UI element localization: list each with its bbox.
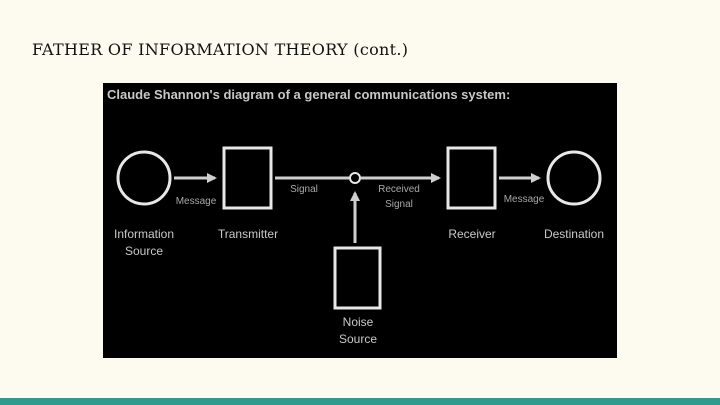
noise-source-box: [333, 246, 382, 310]
diagram-heading: Claude Shannon's diagram of a general co…: [107, 87, 511, 102]
label-message-out: Message: [503, 194, 545, 205]
noise-junction: [349, 172, 361, 184]
label-message-in: Message: [175, 196, 217, 207]
transmitter-box: [222, 146, 273, 210]
destination-circle: [546, 150, 602, 206]
label-transmitter: Transmitter: [217, 227, 279, 241]
label-receiver: Receiver: [448, 227, 496, 241]
label-received-signal: Received Signal: [378, 184, 420, 210]
label-information-source: Information Source: [113, 227, 175, 259]
label-noise-source: Noise Source: [338, 315, 378, 347]
bottom-accent-bar: [0, 398, 720, 405]
label-destination: Destination: [543, 227, 605, 241]
diagram-graphics: [116, 146, 602, 310]
receiver-box: [446, 146, 497, 210]
slide-title: FATHER OF INFORMATION THEORY (cont.): [32, 40, 409, 59]
information-source-circle: [116, 150, 172, 206]
label-signal: Signal: [290, 184, 318, 195]
shannon-diagram: Claude Shannon's diagram of a general co…: [103, 83, 617, 358]
